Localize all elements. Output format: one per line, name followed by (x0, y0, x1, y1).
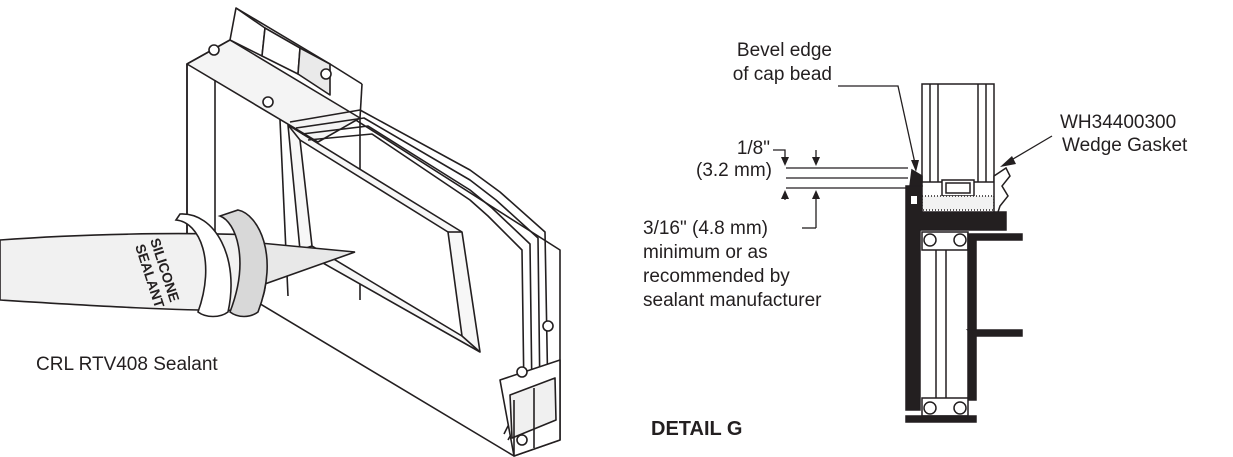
sealant-tube: SILICONE SEALANT (0, 209, 356, 318)
frame-isometric (186, 7, 561, 457)
bevel-label-line1: Bevel edge (736, 40, 832, 61)
eighth-mm-label: (3.2 mm) (696, 160, 772, 181)
gasket-part-label: WH34400300 (1060, 112, 1177, 133)
min-label-line1: 3/16" (4.8 mm) (643, 218, 769, 239)
detail-g-section (905, 83, 1023, 423)
min-label-line3: recommended by (643, 266, 790, 287)
sealant-label: CRL RTV408 Sealant (36, 354, 218, 375)
eighth-inch-label: 1/8" (736, 138, 770, 159)
leaders (773, 85, 1053, 229)
bevel-label-line2: of cap bead (732, 64, 832, 85)
min-label-line2: minimum or as (643, 242, 768, 263)
min-label-line4: sealant manufacturer (643, 290, 822, 311)
detail-title: DETAIL G (651, 418, 743, 440)
gasket-name-label: Wedge Gasket (1062, 135, 1188, 156)
